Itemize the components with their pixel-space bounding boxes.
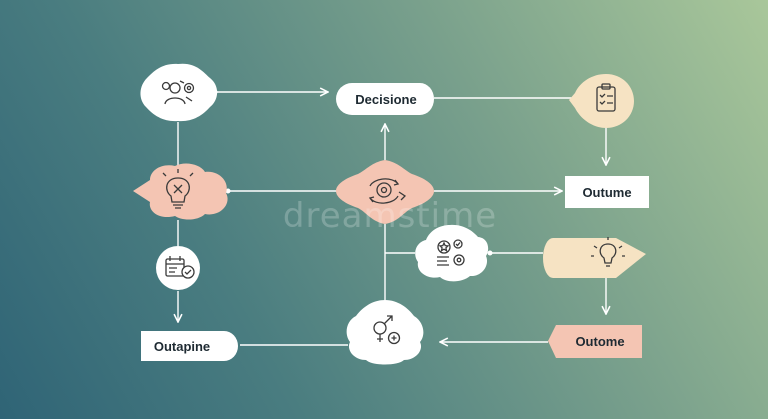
node-checklist — [569, 74, 634, 128]
node-central-process — [336, 160, 434, 224]
lightbulb-idea-icon — [591, 237, 625, 267]
node-outome — [548, 325, 642, 358]
connectors — [178, 90, 606, 346]
outume-label: Outume — [582, 184, 632, 200]
node-award-settings — [415, 224, 489, 282]
node-idea-arrow — [543, 237, 646, 278]
gender-symbols-icon — [373, 315, 401, 345]
calendar-check-icon — [165, 256, 195, 279]
node-decisione — [336, 83, 434, 115]
checklist-clipboard-icon — [596, 83, 616, 112]
award-gear-list-icon — [437, 239, 465, 266]
lightbulb-cross-icon — [162, 169, 194, 209]
node-outume — [565, 176, 649, 208]
node-team-settings — [140, 63, 218, 122]
decisione-label: Decisione — [355, 91, 417, 107]
node-gender-symbols — [346, 300, 424, 365]
gear-arrows-icon — [368, 178, 407, 204]
team-settings-icon — [161, 80, 195, 105]
node-calendar — [156, 246, 200, 290]
outapine-label: Outapine — [153, 338, 211, 354]
outome-label: Outome — [575, 334, 625, 349]
node-idea-bulb — [133, 163, 228, 220]
node-outapine — [141, 331, 238, 361]
